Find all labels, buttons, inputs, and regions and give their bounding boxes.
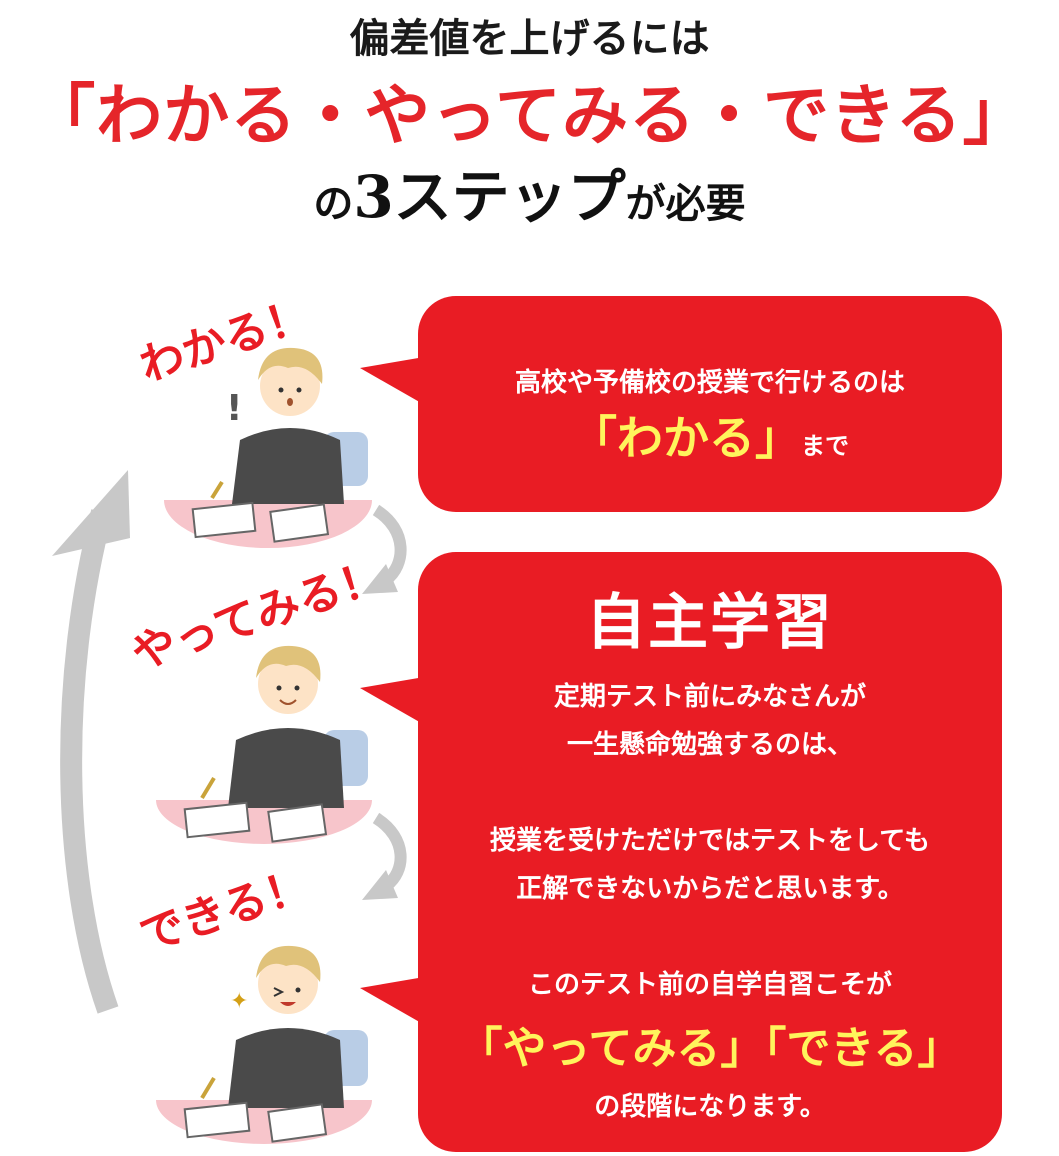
cycle-arrow-icon	[52, 470, 130, 1014]
down-curve-arrow-icon-2	[362, 812, 407, 900]
bubble-tail-1	[360, 356, 430, 408]
bubble2-highlight: 「やってみる」「できる」	[458, 1023, 962, 1074]
bubble1-line2: 「わかる」まで	[418, 402, 1002, 468]
bubble-tail-3	[360, 976, 430, 1028]
headline-line3-post: が必要	[625, 180, 746, 227]
headline-line3-big: 3ステップ	[353, 163, 626, 231]
bubble2-p3-line3: の段階になります。	[594, 1092, 826, 1122]
bubble1-line1: 高校や予備校の授業で行けるのは	[514, 368, 905, 398]
bubble2-p2-line2: 正解できないからだと思います。	[516, 874, 904, 904]
bubble1-suffix: まで	[801, 432, 849, 460]
bubble1-highlight: 「わかる」	[571, 411, 801, 465]
bubble2-p1-line2: 一生懸命勉強するのは、	[566, 730, 853, 760]
headline-line3: の3ステップが必要	[0, 150, 1059, 234]
headline-line2: 「わかる・やってみる・できる」	[29, 77, 1030, 154]
down-curve-arrow-icon-1	[362, 504, 407, 594]
student-illustration-3: ✦	[156, 945, 372, 1144]
student-illustration-1: !	[164, 347, 372, 548]
bubble2-p1-line1: 定期テスト前にみなさんが	[553, 682, 866, 712]
headline-line1: 偏差値を上げるには	[349, 15, 710, 62]
svg-text:✦: ✦	[230, 989, 248, 1014]
speech-bubble-1: 高校や予備校の授業で行けるのは 「わかる」まで	[418, 296, 1002, 512]
speech-bubble-2: 自主学習 定期テスト前にみなさんが 一生懸命勉強するのは、 授業を受けただけでは…	[418, 552, 1002, 1152]
bubble2-p3-line1: このテスト前の自学自習こそが	[527, 970, 892, 1000]
headline-line3-pre: の	[313, 180, 354, 227]
bubble2-heading: 自主学習	[586, 588, 834, 658]
student-illustration-2	[156, 645, 372, 844]
bubble-tail-2	[360, 676, 430, 728]
bubble2-p2-line1: 授業を受けただけではテストをしても	[490, 826, 930, 856]
svg-text:!: !	[226, 388, 242, 429]
